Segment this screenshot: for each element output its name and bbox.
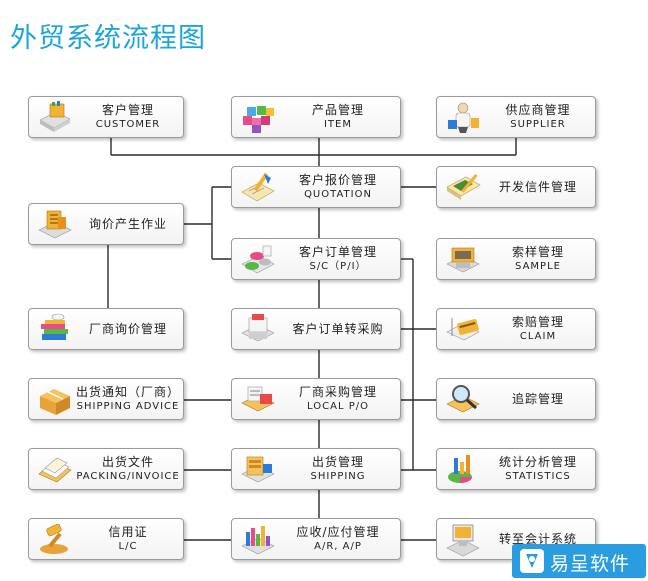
gavel-icon bbox=[40, 523, 68, 554]
node-item[interactable]: 产品管理 ITEM bbox=[231, 96, 401, 138]
quotation-icon bbox=[241, 172, 275, 202]
node-supplier[interactable]: 供应商管理 SUPPLIER bbox=[436, 96, 596, 138]
node-tracking[interactable]: 追踪管理 bbox=[436, 378, 596, 420]
node-label-cn: 客户报价管理 bbox=[298, 172, 377, 187]
node-label-cn: 信用证 bbox=[108, 524, 148, 539]
node-claim[interactable]: 索赔管理 CLAIM bbox=[436, 308, 596, 350]
node-factory-inquiry[interactable]: 厂商询价管理 bbox=[28, 308, 184, 350]
node-label-cn: 出货通知（厂商） bbox=[76, 384, 181, 399]
letter-icon bbox=[446, 173, 481, 200]
node-customer[interactable]: 客户管理 CUSTOMER bbox=[28, 96, 184, 138]
node-quotation[interactable]: 客户报价管理 QUOTATION bbox=[231, 166, 401, 208]
node-label-cn: 询价产生作业 bbox=[88, 216, 167, 231]
node-sc[interactable]: 客户订单管理 S/C（P/I） bbox=[231, 238, 401, 280]
inquiry-icon bbox=[38, 210, 72, 239]
node-label-cn: 厂商询价管理 bbox=[88, 321, 167, 336]
node-label-en: QUOTATION bbox=[304, 188, 372, 200]
documents-icon bbox=[38, 457, 72, 483]
node-sample[interactable]: 索样管理 SAMPLE bbox=[436, 238, 596, 280]
node-inquiry[interactable]: 询价产生作业 bbox=[28, 203, 184, 245]
customer-icon bbox=[39, 101, 71, 132]
node-arap[interactable]: 应收/应付管理 A/R, A/P bbox=[231, 518, 401, 560]
page-title: 外贸系统流程图 bbox=[10, 23, 206, 54]
node-statistics[interactable]: 统计分析管理 STATISTICS bbox=[436, 448, 596, 490]
convert-icon bbox=[241, 314, 275, 342]
node-label-en: S/C（P/I） bbox=[309, 260, 367, 272]
node-label-cn: 追踪管理 bbox=[511, 391, 564, 406]
node-label-en: L/C bbox=[118, 540, 138, 552]
node-label-en: SAMPLE bbox=[515, 260, 561, 272]
node-label-en: CLAIM bbox=[519, 330, 557, 342]
node-label-en: PACKING/INVOICE bbox=[76, 470, 180, 482]
node-label-cn: 客户订单转采购 bbox=[292, 321, 384, 336]
node-label-cn: 统计分析管理 bbox=[498, 454, 577, 469]
node-label-en: LOCAL P/O bbox=[307, 400, 369, 412]
node-label-en: SHIPPING ADVICE bbox=[76, 400, 180, 412]
node-label-cn: 应收/应付管理 bbox=[296, 524, 380, 539]
arap-icon bbox=[241, 526, 275, 555]
node-label-cn: 供应商管理 bbox=[505, 102, 571, 117]
node-label-cn: 索样管理 bbox=[511, 244, 564, 259]
node-label-en: SHIPPING bbox=[310, 470, 366, 482]
node-shipping[interactable]: 出货管理 SHIPPING bbox=[231, 448, 401, 490]
node-local-po[interactable]: 厂商采购管理 LOCAL P/O bbox=[231, 378, 401, 420]
node-label-cn: 客户订单管理 bbox=[298, 244, 377, 259]
local-po-icon bbox=[241, 386, 275, 412]
item-icon bbox=[243, 106, 274, 133]
magnifier-icon bbox=[446, 385, 480, 413]
node-label-en: SUPPLIER bbox=[510, 118, 566, 130]
node-label-cn: 出货管理 bbox=[311, 454, 364, 469]
supplier-icon bbox=[448, 102, 479, 133]
shipping-advice-icon bbox=[40, 389, 70, 415]
node-label-cn: 厂商采购管理 bbox=[298, 384, 377, 399]
node-lc[interactable]: 信用证 L/C bbox=[28, 518, 184, 560]
node-label-cn: 转至会计系统 bbox=[498, 531, 577, 546]
node-label-cn: 开发信件管理 bbox=[498, 179, 577, 194]
order-icon bbox=[241, 245, 275, 274]
node-label-en: STATISTICS bbox=[505, 470, 571, 482]
factory-inquiry-icon bbox=[41, 313, 68, 340]
brand-logo-icon bbox=[520, 549, 544, 573]
node-order-to-purchase[interactable]: 客户订单转采购 bbox=[231, 308, 401, 350]
node-label-cn: 出货文件 bbox=[101, 454, 154, 469]
node-packing[interactable]: 出货文件 PACKING/INVOICE bbox=[28, 448, 184, 490]
brand-logo-text: 易呈软件 bbox=[550, 553, 631, 575]
node-label-cn: 客户管理 bbox=[101, 102, 154, 117]
shipping-icon bbox=[241, 456, 275, 483]
claim-icon bbox=[446, 318, 480, 341]
brand-logo: 易呈软件 bbox=[512, 544, 646, 578]
node-label-en: A/R, A/P bbox=[314, 540, 362, 552]
node-label-en: CUSTOMER bbox=[95, 118, 161, 130]
node-label-cn: 产品管理 bbox=[311, 102, 364, 117]
node-label-en: ITEM bbox=[323, 118, 352, 130]
sample-icon bbox=[446, 247, 480, 273]
statistics-icon bbox=[448, 455, 472, 483]
node-shipping-advice[interactable]: 出货通知（厂商） SHIPPING ADVICE bbox=[28, 378, 184, 420]
computer-icon bbox=[446, 524, 480, 557]
node-dev-letter[interactable]: 开发信件管理 bbox=[436, 166, 596, 208]
node-label-cn: 索赔管理 bbox=[511, 314, 564, 329]
